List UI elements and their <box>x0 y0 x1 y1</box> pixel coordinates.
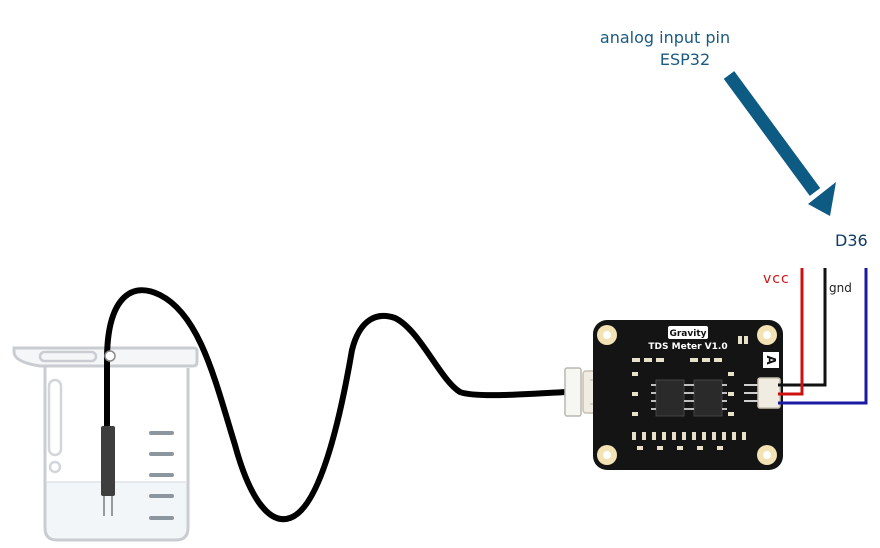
smd-part <box>632 358 640 362</box>
smd-part <box>692 432 696 440</box>
ic-pin <box>689 400 694 402</box>
vcc-wire <box>778 268 804 396</box>
beaker-glare-dot <box>48 460 62 474</box>
probe-handle <box>101 426 115 496</box>
smd-part <box>632 412 638 416</box>
ic-pin <box>722 408 727 410</box>
smd-part <box>722 432 726 440</box>
ic-pin <box>684 392 689 394</box>
beaker-graduations <box>149 431 174 520</box>
smd-part <box>702 358 710 362</box>
smd-part <box>714 358 722 362</box>
ic-pins <box>651 384 727 410</box>
ic-pin <box>689 408 694 410</box>
beaker-body <box>43 365 190 542</box>
mounting-hole <box>603 451 611 459</box>
mounting-hole <box>763 451 771 459</box>
esp32-label: ESP32 <box>659 50 711 69</box>
ic-pin <box>651 392 656 394</box>
smd-part <box>677 446 683 450</box>
brand-text: Gravity <box>669 329 706 339</box>
header-pin-legs <box>744 384 758 402</box>
smd-part <box>632 372 638 376</box>
smd-part <box>728 392 734 396</box>
cable-clip <box>104 350 116 362</box>
smd-part <box>702 432 706 440</box>
tds-probe <box>101 426 115 516</box>
smd-part <box>682 432 686 440</box>
vcc-label: vcc <box>763 271 790 287</box>
beaker-spout-slot <box>38 350 98 363</box>
smd-part <box>644 358 652 362</box>
arrow-head <box>808 182 836 216</box>
smd-part <box>642 432 646 440</box>
smd-part <box>632 432 636 440</box>
ic-pin <box>689 384 694 386</box>
model-text: TDS Meter V1.0 <box>648 342 727 352</box>
ic-pin <box>684 400 689 402</box>
channel-text: A <box>764 355 778 365</box>
ic-pin <box>722 400 727 402</box>
smd-part <box>672 432 676 440</box>
smd-part <box>637 446 643 450</box>
gnd-label: gnd <box>829 281 852 295</box>
arrow-shaft <box>723 71 821 196</box>
ic-pin <box>651 384 656 386</box>
ic-pin <box>684 384 689 386</box>
ic-pin <box>689 392 694 394</box>
smd-part <box>697 446 703 450</box>
ic-pin <box>651 400 656 402</box>
smd-part <box>662 432 666 440</box>
smd-part <box>738 336 742 344</box>
tds-meter-board: Gravity TDS Meter V1.0 A <box>593 320 783 470</box>
smd-part <box>732 432 736 440</box>
ic-pin <box>651 408 656 410</box>
smd-part <box>656 358 664 362</box>
output-connector <box>757 377 781 409</box>
smd-part <box>744 336 748 344</box>
beaker-glare-strip <box>47 378 63 457</box>
analog-pin-label: analog input pin <box>599 28 731 47</box>
smd-part <box>728 412 734 416</box>
smd-part <box>657 446 663 450</box>
pin-arrow <box>723 71 836 216</box>
smd-part <box>690 358 698 362</box>
signal-wire <box>778 268 868 405</box>
bottom-smd-row <box>632 432 746 450</box>
probe-cable <box>104 287 569 523</box>
smd-part <box>742 432 746 440</box>
smd-part <box>728 372 734 376</box>
smd-part <box>632 392 638 396</box>
ic-chip-left <box>655 379 685 417</box>
smd-part <box>652 432 656 440</box>
beaker <box>12 346 199 542</box>
gnd-wire <box>778 268 827 387</box>
ic-pin <box>722 384 727 386</box>
d36-pin-label: D36 <box>835 231 868 250</box>
brand-badge <box>668 326 708 339</box>
mounting-hole <box>763 331 771 339</box>
channel-badge <box>763 352 779 368</box>
mounting-hole <box>603 331 611 339</box>
ic-chip-right <box>693 379 723 417</box>
ic-pin <box>722 392 727 394</box>
ic-pin <box>684 408 689 410</box>
smd-part <box>712 432 716 440</box>
probe-plug <box>564 367 582 417</box>
beaker-water <box>45 482 188 540</box>
smd-part <box>717 446 723 450</box>
smd-components <box>632 336 748 416</box>
